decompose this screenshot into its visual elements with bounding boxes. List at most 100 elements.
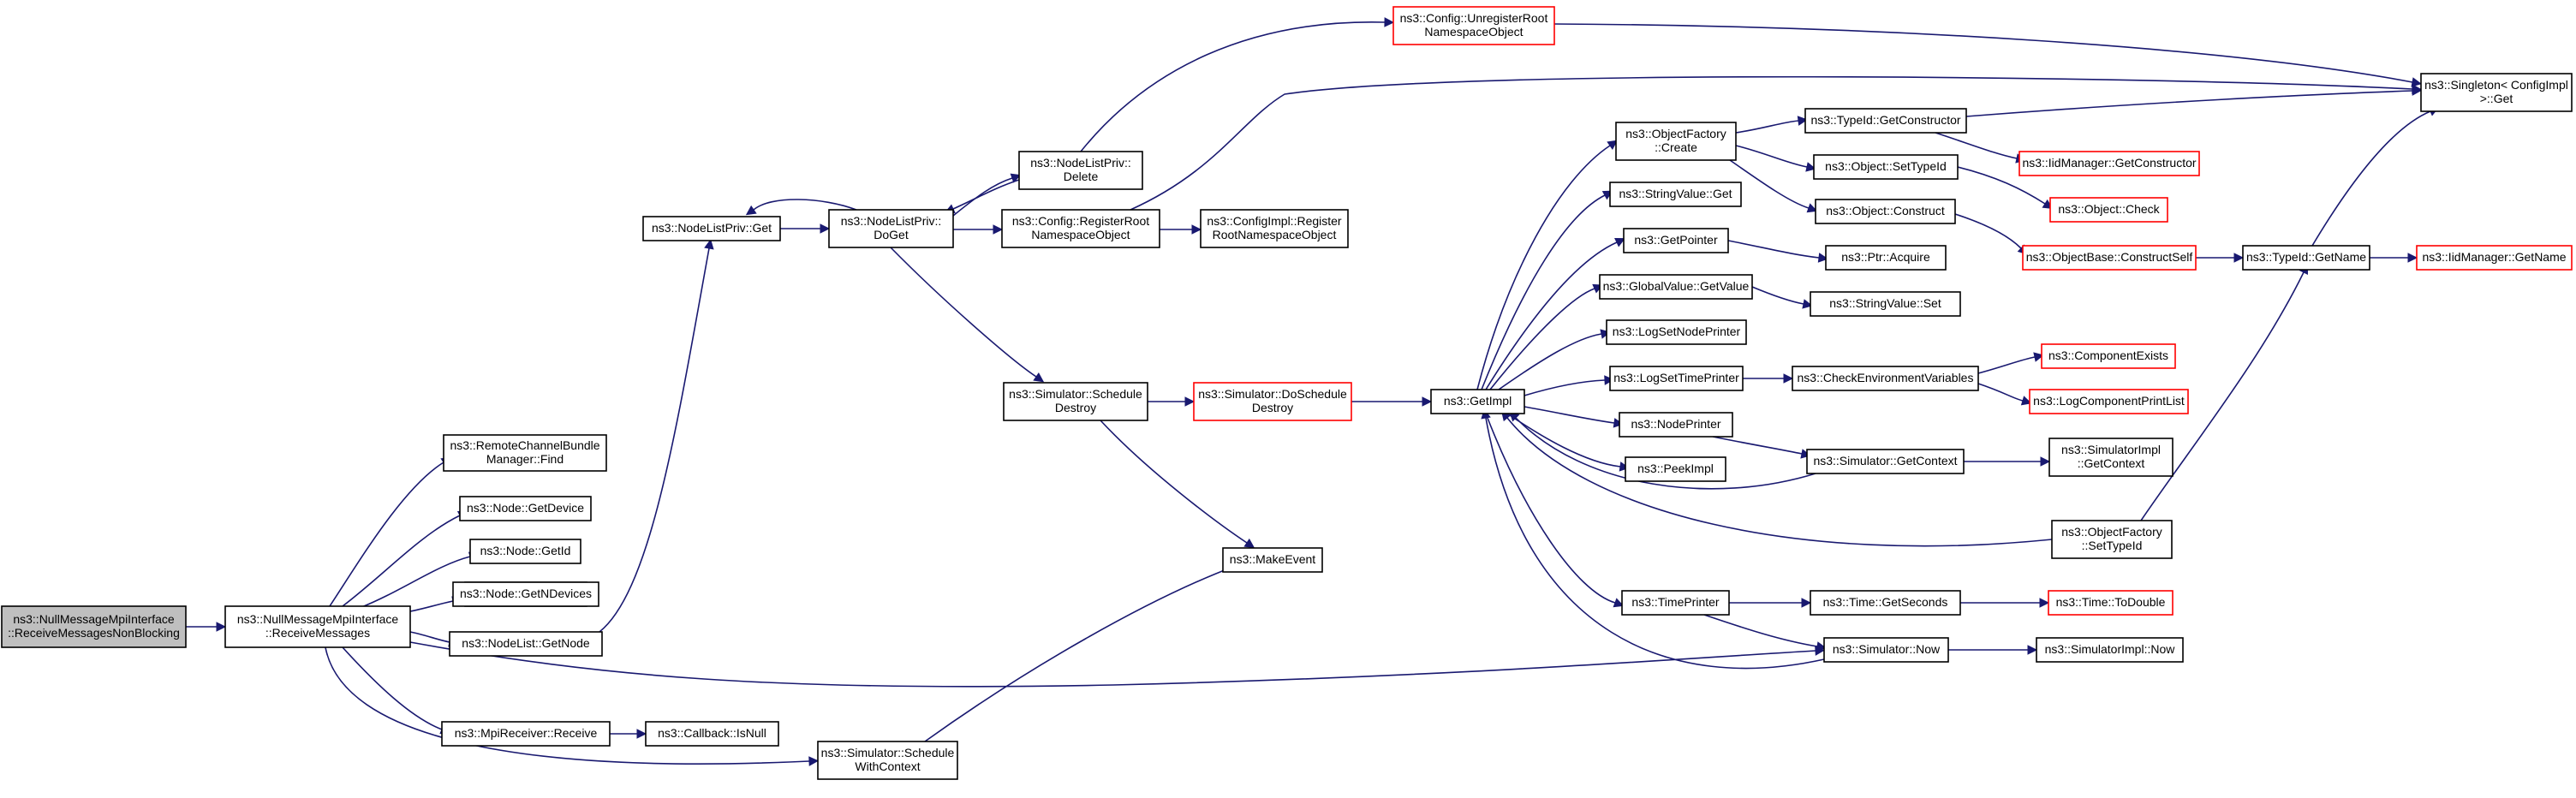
node-configImplRegister[interactable]: ns3::ConfigImpl::RegisterRootNamespaceOb… bbox=[1200, 209, 1349, 248]
node-makeEvent[interactable]: ns3::MakeEvent bbox=[1222, 547, 1323, 573]
edge-objectSetTypeId-to-objectCheck bbox=[1957, 166, 2046, 205]
node-objectConstruct[interactable]: ns3::Object::Construct bbox=[1815, 199, 1956, 224]
edge-nlpDoGet-to-scheduleDestroy bbox=[890, 247, 1037, 378]
node-getPointer[interactable]: ns3::GetPointer bbox=[1623, 228, 1729, 253]
edge-getPointer-to-ptrAcquire-arrowhead bbox=[1817, 253, 1829, 263]
node-label: ns3::Ptr::Acquire bbox=[1841, 250, 1930, 264]
edge-getImpl-to-globalValueGet bbox=[1489, 288, 1595, 390]
node-nlpGet[interactable]: ns3::NodeListPriv::Get bbox=[642, 216, 781, 241]
node-box bbox=[1810, 590, 1961, 616]
node-logComponentPrintList[interactable]: ns3::LogComponentPrintList bbox=[2029, 389, 2189, 414]
node-label: Manager::Find bbox=[486, 452, 564, 466]
node-box bbox=[443, 434, 607, 472]
node-box bbox=[2049, 197, 2168, 223]
edge-typeIdGetCtor-to-iidGetCtor bbox=[1935, 132, 2018, 159]
node-label: ns3::NodeListPriv:: bbox=[841, 214, 942, 228]
edge-receiveMessages-to-remoteFind bbox=[329, 462, 444, 607]
node-singletonGet[interactable]: ns3::Singleton< ConfigImpl >::Get bbox=[2420, 73, 2573, 112]
edge-checkEnv-to-logComponentPrintList bbox=[1977, 383, 2024, 402]
node-box bbox=[441, 721, 611, 747]
node-configUnregister[interactable]: ns3::Config::UnregisterRootNamespaceObje… bbox=[1392, 6, 1555, 45]
node-stringValueGet[interactable]: ns3::StringValue::Get bbox=[1609, 182, 1742, 207]
node-label: ns3::LogComponentPrintList bbox=[2033, 394, 2185, 408]
node-label: ns3::NullMessageMpiInterface bbox=[13, 612, 175, 626]
node-iidGetName[interactable]: ns3::IidManager::GetName bbox=[2416, 245, 2573, 271]
node-timeToDouble[interactable]: ns3::Time::ToDouble bbox=[2048, 590, 2174, 616]
edge-ofCreate-to-objectConstruct bbox=[1729, 159, 1810, 209]
node-label: Destroy bbox=[1252, 401, 1293, 414]
edge-ofCreate-to-objectSetTypeId bbox=[1735, 145, 1808, 168]
edge-nlpDoGet-to-nlpGet-arrowhead bbox=[745, 205, 757, 216]
node-label: ns3::Node::GetDevice bbox=[467, 501, 584, 515]
node-componentExists[interactable]: ns3::ComponentExists bbox=[2041, 343, 2176, 369]
node-getId[interactable]: ns3::Node::GetId bbox=[469, 539, 581, 564]
edge-getImpl-to-logSetTimePrinter bbox=[1524, 379, 1606, 396]
edge-receiveMessages-to-simNow bbox=[409, 641, 1816, 688]
node-timePrinter[interactable]: ns3::TimePrinter bbox=[1621, 590, 1730, 616]
edge-typeIdGetName-to-iidGetName-arrowhead bbox=[2407, 253, 2418, 263]
edge-nlpDoGet-to-nlpDelete-arrowhead bbox=[1010, 173, 1022, 183]
node-box bbox=[1003, 382, 1148, 421]
node-objectSetTypeId[interactable]: ns3::Object::SetTypeId bbox=[1813, 154, 1959, 180]
edge-nlpDelete-to-configUnregister-arrowhead bbox=[1384, 17, 1395, 27]
node-timeGetSeconds[interactable]: ns3::Time::GetSeconds bbox=[1810, 590, 1961, 616]
node-typeIdGetName[interactable]: ns3::TypeId::GetName bbox=[2242, 245, 2370, 271]
node-checkEnv[interactable]: ns3::CheckEnvironmentVariables bbox=[1792, 366, 1979, 391]
node-simImplGetContext[interactable]: ns3::SimulatorImpl::GetContext bbox=[2048, 438, 2174, 477]
node-getNDevices[interactable]: ns3::Node::GetNDevices bbox=[452, 581, 599, 607]
node-objectCheck[interactable]: ns3::Object::Check bbox=[2049, 197, 2168, 223]
node-globalValueGet[interactable]: ns3::GlobalValue::GetValue bbox=[1599, 274, 1753, 300]
node-logSetNodePrinter[interactable]: ns3::LogSetNodePrinter bbox=[1606, 319, 1747, 345]
node-nlpDoGet[interactable]: ns3::NodeListPriv::DoGet bbox=[828, 209, 954, 248]
node-receiveMessages[interactable]: ns3::NullMessageMpiInterface::ReceiveMes… bbox=[224, 605, 411, 648]
edge-getImpl-to-stringValueGet bbox=[1481, 194, 1606, 390]
node-root[interactable]: ns3::NullMessageMpiInterface::ReceiveMes… bbox=[1, 605, 187, 648]
node-label: ns3::ObjectBase::ConstructSelf bbox=[2026, 250, 2193, 264]
edge-constructSelf-to-typeIdGetName-arrowhead bbox=[2233, 253, 2245, 263]
edge-simGetContext-to-getImpl bbox=[1515, 417, 1816, 490]
node-box bbox=[1806, 449, 1965, 474]
edge-getImpl-to-timePrinter bbox=[1485, 413, 1616, 604]
node-typeIdGetCtor[interactable]: ns3::TypeId::GetConstructor bbox=[1804, 108, 1967, 134]
node-peekImpl[interactable]: ns3::PeekImpl bbox=[1625, 456, 1726, 482]
node-box bbox=[1222, 547, 1323, 573]
node-nodePrinter[interactable]: ns3::NodePrinter bbox=[1619, 412, 1733, 438]
node-label: ::GetContext bbox=[2078, 456, 2145, 470]
node-constructSelf[interactable]: ns3::ObjectBase::ConstructSelf bbox=[2022, 245, 2197, 271]
node-box bbox=[1001, 209, 1160, 248]
edge-getImpl-to-logSetTimePrinter-arrowhead bbox=[1604, 375, 1615, 385]
edge-globalValueGet-to-stringValueSet-arrowhead bbox=[1802, 299, 1813, 309]
node-label: ns3::Simulator::Schedule bbox=[821, 746, 955, 759]
node-box bbox=[1792, 366, 1979, 391]
node-stringValueSet[interactable]: ns3::StringValue::Set bbox=[1810, 291, 1961, 317]
node-label: ::Create bbox=[1655, 140, 1697, 154]
node-nodeListGetNode[interactable]: ns3::NodeList::GetNode bbox=[449, 631, 603, 657]
node-simImplNow[interactable]: ns3::SimulatorImpl::Now bbox=[2036, 637, 2184, 663]
nodes-layer: ns3::NullMessageMpiInterface::ReceiveMes… bbox=[1, 6, 2573, 780]
node-ofCreate[interactable]: ns3::ObjectFactory::Create bbox=[1615, 122, 1737, 161]
node-getDevice[interactable]: ns3::Node::GetDevice bbox=[459, 496, 592, 521]
node-ofSetTypeId[interactable]: ns3::ObjectFactory::SetTypeId bbox=[2051, 520, 2173, 559]
edge-receiveMessages-to-scheduleWithContext-arrowhead bbox=[808, 756, 820, 766]
edge-logSetTimePrinter-to-checkEnv-arrowhead bbox=[1783, 373, 1794, 384]
node-box bbox=[1804, 108, 1967, 134]
node-label: ns3::Singleton< ConfigImpl bbox=[2424, 78, 2568, 92]
node-logSetTimePrinter[interactable]: ns3::LogSetTimePrinter bbox=[1609, 366, 1744, 391]
edge-timePrinter-to-simNow-arrowhead bbox=[1816, 641, 1827, 652]
node-simGetContext[interactable]: ns3::Simulator::GetContext bbox=[1806, 449, 1965, 474]
edge-typeIdGetCtor-to-singletonGet bbox=[1965, 90, 2413, 117]
node-iidGetCtor[interactable]: ns3::IidManager::GetConstructor bbox=[2018, 151, 2200, 176]
node-mpiReceive[interactable]: ns3::MpiReceiver::Receive bbox=[441, 721, 611, 747]
node-callbackIsNull[interactable]: ns3::Callback::IsNull bbox=[645, 721, 779, 747]
node-box bbox=[1623, 228, 1729, 253]
node-getImpl[interactable]: ns3::GetImpl bbox=[1430, 389, 1525, 414]
edge-nodeListGetNode-to-nlpGet bbox=[599, 247, 710, 633]
node-nlpDelete[interactable]: ns3::NodeListPriv::Delete bbox=[1018, 151, 1143, 190]
node-ptrAcquire[interactable]: ns3::Ptr::Acquire bbox=[1825, 245, 1947, 271]
node-simNow[interactable]: ns3::Simulator::Now bbox=[1823, 637, 1949, 663]
